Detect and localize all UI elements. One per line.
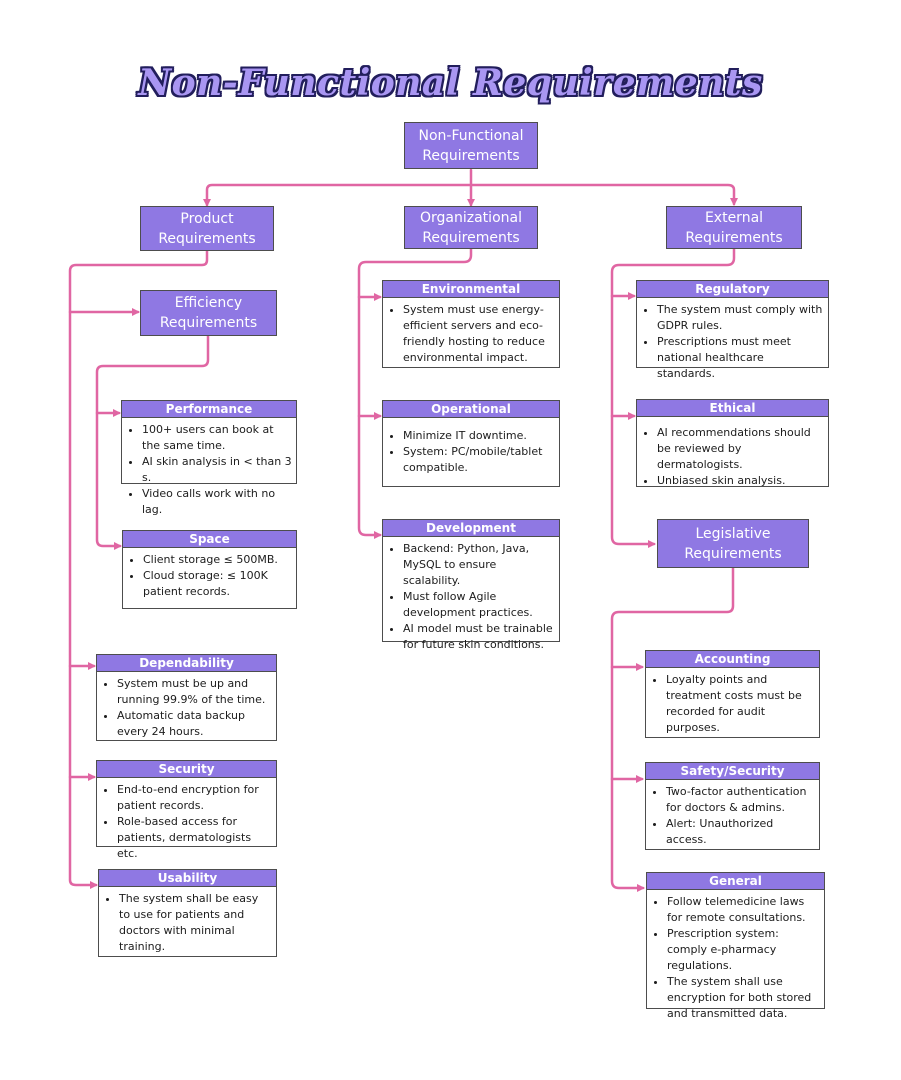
list-item: Two-factor authentication for doctors & …	[666, 784, 815, 816]
list-item: System must be up and running 99.9% of t…	[117, 676, 272, 708]
safety-security-card: Safety/Security Two-factor authenticatio…	[645, 762, 820, 850]
list-item: Prescription system: comply e-pharmacy r…	[667, 926, 820, 974]
list-item: The system must comply with GDPR rules.	[657, 302, 824, 334]
list-item: AI model must be trainable for future sk…	[403, 621, 555, 653]
list-item: Automatic data backup every 24 hours.	[117, 708, 272, 740]
organizational-requirements-node: Organizational Requirements	[404, 206, 538, 249]
organizational-requirements-label: Organizational Requirements	[420, 209, 522, 246]
environmental-card: Environmental System must use energy-eff…	[382, 280, 560, 368]
legislative-requirements-label: Legislative Requirements	[684, 525, 782, 562]
legislative-requirements-node: Legislative Requirements	[657, 519, 809, 568]
card-title: Accounting	[646, 651, 819, 668]
list-item: AI recommendations should be reviewed by…	[657, 425, 824, 473]
list-item: Loyalty points and treatment costs must …	[666, 672, 815, 736]
list-item: Video calls work with no lag.	[142, 486, 292, 518]
dependability-card: Dependability System must be up and runn…	[96, 654, 277, 741]
card-title: Operational	[383, 401, 559, 418]
card-title: Usability	[99, 870, 276, 887]
list-item: End-to-end encryption for patient record…	[117, 782, 272, 814]
general-card: General Follow telemedicine laws for rem…	[646, 872, 825, 1020]
product-requirements-node: Product Requirements	[140, 206, 274, 251]
card-title: Ethical	[637, 400, 828, 417]
accounting-card: Accounting Loyalty points and treatment …	[645, 650, 820, 738]
root-label: Non-Functional Requirements	[418, 127, 524, 164]
external-requirements-label: External Requirements	[685, 209, 783, 246]
list-item: Minimize IT downtime.	[403, 428, 555, 444]
card-title: Dependability	[97, 655, 276, 672]
list-item: Backend: Python, Java, MySQL to ensure s…	[403, 541, 555, 589]
list-item: Cloud storage: ≤ 100K patient records.	[143, 568, 292, 600]
list-item: System must use energy-efficient servers…	[403, 302, 555, 366]
list-item: Role-based access for patients, dermatol…	[117, 814, 272, 862]
ethical-card: Ethical AI recommendations should be rev…	[636, 399, 829, 487]
list-item: System: PC/mobile/tablet compatible.	[403, 444, 555, 476]
list-item: 100+ users can book at the same time.	[142, 422, 292, 454]
security-card: Security End-to-end encryption for patie…	[96, 760, 277, 860]
card-title: Environmental	[383, 281, 559, 298]
space-card: Space Client storage ≤ 500MB. Cloud stor…	[122, 530, 297, 609]
external-requirements-node: External Requirements	[666, 206, 802, 249]
development-card: Development Backend: Python, Java, MySQL…	[382, 519, 560, 651]
card-title: General	[647, 873, 824, 890]
card-title: Performance	[122, 401, 296, 418]
list-item: The system shall be easy to use for pati…	[119, 891, 272, 955]
list-item: Follow telemedicine laws for remote cons…	[667, 894, 820, 926]
list-item: Unbiased skin analysis.	[657, 473, 824, 489]
page-title: Non-Functional Requirements	[138, 62, 763, 104]
card-title: Space	[123, 531, 296, 548]
root-node: Non-Functional Requirements	[404, 122, 538, 169]
list-item: Alert: Unauthorized access.	[666, 816, 815, 848]
performance-card: Performance 100+ users can book at the s…	[121, 400, 297, 516]
list-item: AI skin analysis in < than 3 s.	[142, 454, 292, 486]
card-title: Safety/Security	[646, 763, 819, 780]
list-item: Client storage ≤ 500MB.	[143, 552, 292, 568]
card-title: Regulatory	[637, 281, 828, 298]
regulatory-card: Regulatory The system must comply with G…	[636, 280, 829, 380]
list-item: Prescriptions must meet national healthc…	[657, 334, 824, 382]
card-title: Development	[383, 520, 559, 537]
card-title: Security	[97, 761, 276, 778]
efficiency-requirements-node: Efficiency Requirements	[140, 290, 277, 336]
product-requirements-label: Product Requirements	[158, 210, 256, 247]
operational-card: Operational Minimize IT downtime. System…	[382, 400, 560, 487]
efficiency-requirements-label: Efficiency Requirements	[159, 295, 258, 331]
list-item: The system shall use encryption for both…	[667, 974, 820, 1022]
list-item: Must follow Agile development practices.	[403, 589, 555, 621]
usability-card: Usability The system shall be easy to us…	[98, 869, 277, 957]
